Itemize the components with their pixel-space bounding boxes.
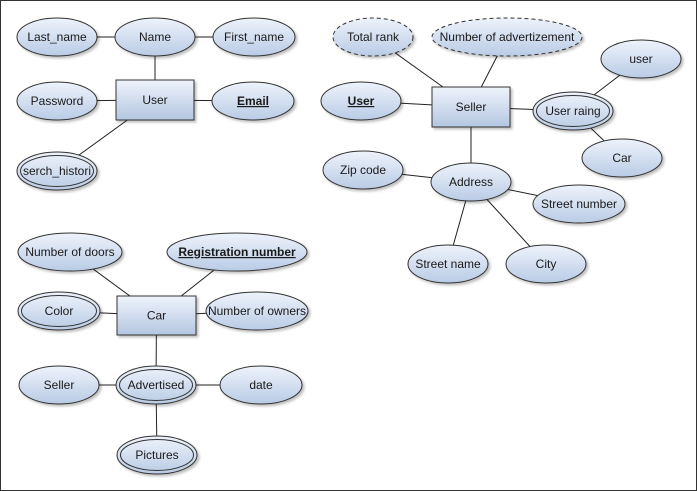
attribute-ellipse [115,365,197,405]
attribute-user-raing[interactable]: User raing [532,91,614,131]
attribute-ellipse [17,232,123,272]
attribute-ellipse [532,91,614,131]
attribute-total-rank[interactable]: Total rank [332,17,414,57]
attribute-inner-ring [119,369,193,401]
attribute-label: Total rank [347,30,400,44]
attribute-number-of-doors[interactable]: Number of doors [17,232,123,272]
attribute-ellipse [431,17,583,57]
attribute-ellipse [430,162,512,202]
entity-label: Seller [456,100,487,114]
attribute-pictures[interactable]: Pictures [116,435,198,475]
attribute-ellipse [505,244,587,284]
attribute-ellipse [407,244,489,284]
attribute-label: Zip code [340,163,386,177]
attribute-number-of-advertizement[interactable]: Number of advertizement [431,17,583,57]
entity-box [431,86,511,128]
attribute-ellipse [322,150,404,190]
attribute-street-name[interactable]: Street name [407,244,489,284]
attribute-label: First_name [224,30,284,44]
attribute-ellipse [205,291,309,331]
entity-label: Car [147,309,166,323]
attribute-ellipse [16,17,98,57]
attribute-user[interactable]: User [320,81,402,121]
attribute-ellipse [211,81,295,121]
entity-box [115,79,195,121]
attribute-label: Street name [415,257,481,271]
attribute-label: Number of advertizement [440,30,575,44]
attribute-label: user [629,52,652,66]
entity-box [116,295,197,336]
attribute-label: Number of owners [208,304,306,318]
attribute-last-name[interactable]: Last_name [16,17,98,57]
attribute-label: serch_histori [23,164,91,178]
attribute-ellipse [600,39,682,79]
attribute-label: Name [139,30,171,44]
attribute-label: User [348,94,375,108]
attribute-ellipse [18,365,100,405]
attribute-street-number[interactable]: Street number [532,184,626,224]
attribute-label: City [536,257,557,271]
attribute-inner-ring [20,155,94,187]
attribute-car[interactable]: Car [581,138,663,178]
attribute-inner-ring [120,439,194,471]
attribute-label: Advertised [128,378,185,392]
attribute-email[interactable]: Email [211,81,295,121]
entity-label: User [142,93,167,107]
attribute-ellipse [166,232,308,272]
attribute-label: Street number [541,197,617,211]
attribute-ellipse [532,184,626,224]
entity-user[interactable]: User [115,79,195,121]
attribute-first-name[interactable]: First_name [212,17,296,57]
attribute-label: User raing [545,104,600,118]
attribute-ellipse [332,17,414,57]
attribute-ellipse [581,138,663,178]
attribute-label: Email [237,94,269,108]
attribute-registration-number[interactable]: Registration number [166,232,308,272]
attribute-zip-code[interactable]: Zip code [322,150,404,190]
attribute-label: Last_name [27,30,87,44]
attribute-seller[interactable]: Seller [18,365,100,405]
attribute-address[interactable]: Address [430,162,512,202]
attribute-color[interactable]: Color [17,291,101,331]
attribute-label: Color [45,304,74,318]
entity-seller[interactable]: Seller [431,86,511,128]
attribute-password[interactable]: Password [16,81,98,121]
attribute-label: Registration number [178,245,296,259]
entity-car[interactable]: Car [116,295,197,336]
attribute-label: Car [612,151,631,165]
attribute-name[interactable]: Name [114,17,196,57]
attribute-label: date [249,378,273,392]
attribute-serch-histori[interactable]: serch_histori [16,151,98,191]
attribute-label: Password [31,94,84,108]
attribute-ellipse [16,151,98,191]
attribute-advertised[interactable]: Advertised [115,365,197,405]
attribute-ellipse [320,81,402,121]
attribute-label: Pictures [135,448,178,462]
attribute-inner-ring [21,295,97,327]
attribute-date[interactable]: date [219,365,303,405]
attribute-label: Number of doors [25,245,114,259]
attribute-label: Address [449,175,493,189]
attribute-inner-ring [536,95,610,127]
attribute-city[interactable]: City [505,244,587,284]
attribute-label: Seller [44,378,75,392]
attribute-user[interactable]: user [600,39,682,79]
attribute-ellipse [116,435,198,475]
attribute-ellipse [212,17,296,57]
attribute-ellipse [219,365,303,405]
attribute-ellipse [16,81,98,121]
attribute-number-of-owners[interactable]: Number of owners [205,291,309,331]
attribute-ellipse [17,291,101,331]
attribute-ellipse [114,17,196,57]
